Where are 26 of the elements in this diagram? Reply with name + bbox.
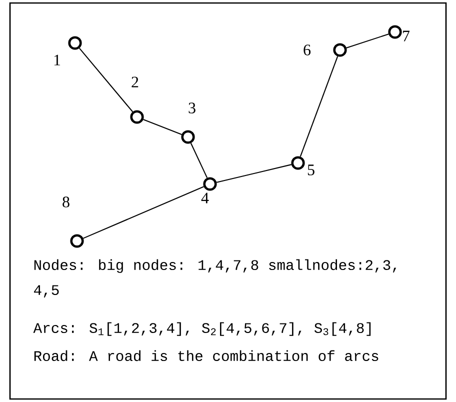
node-circle [388,25,402,39]
connector-line [346,34,389,48]
connector-line [190,142,208,178]
note-text: Arcs: S$_{1}$[1,2,3,4], S$_{2}$[4,5,6,7], S$_{3}$[4,8] [33,322,371,336]
node-number: 3 [188,102,196,114]
node-circle [68,36,82,50]
connector-line [216,164,292,183]
node-number: 8 [62,196,70,208]
node-number: 5 [308,164,314,176]
node-circle [70,234,84,248]
node-circle [333,43,347,57]
note-text: Road: A road is the combination of arcs [34,350,378,362]
node-circle [291,156,305,170]
node-number: 6 [304,44,311,56]
node-number: 7 [403,30,410,42]
node-number: 1 [54,54,60,66]
node-number: 4 [201,192,209,204]
node-circle [181,130,195,144]
node-circle [203,177,217,191]
node-circle [130,110,144,124]
connector-line [143,118,182,135]
connector-line [83,186,204,239]
node-number: 2 [132,76,138,88]
connector-line [300,56,338,157]
note-text: Nodes: big nodes: 1,4,7,8 smallnodes:2,3, 4,5 [34,259,396,298]
connector-line [78,48,134,112]
